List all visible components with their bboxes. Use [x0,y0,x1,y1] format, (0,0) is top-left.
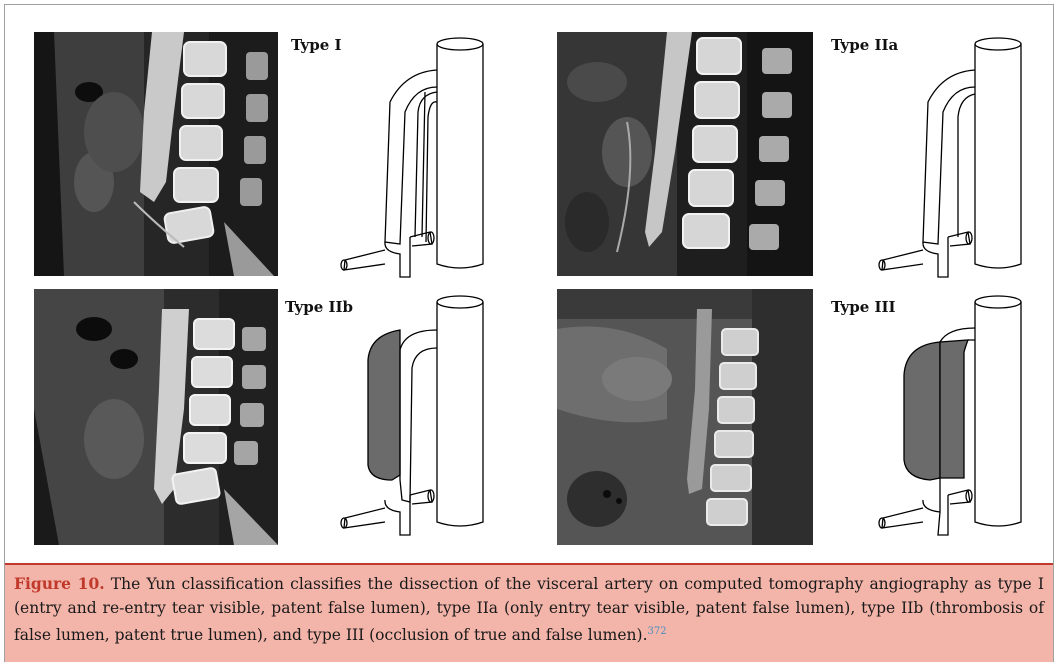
figure-caption: Figure 10. The Yun classification classi… [5,563,1053,662]
thrombosed-false-lumen [904,342,940,480]
ct-image-type-iib [34,289,278,545]
thrombosed-true-lumen [940,340,968,478]
diagram-type-iii [868,290,1048,538]
reference-superscript[interactable]: 372 [648,626,667,637]
thrombosed-false-lumen [368,330,400,480]
ct-image-type-iii [557,289,813,545]
diagram-type-iib [330,290,510,538]
figure-label: Figure 10. [14,574,105,593]
diagram-type-i [330,32,510,280]
caption-text: The Yun classification classifies the di… [14,575,1044,644]
diagram-type-iia [868,32,1048,280]
ct-image-type-i [34,32,278,276]
ct-image-type-iia [557,32,813,276]
